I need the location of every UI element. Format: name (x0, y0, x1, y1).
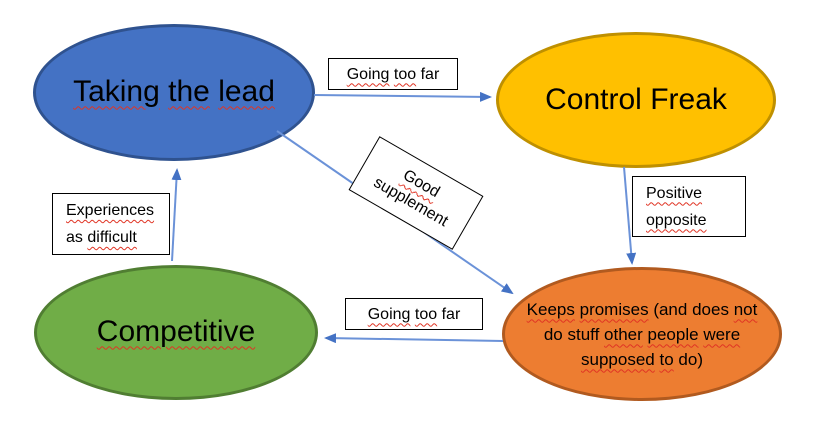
node-competitive-label: Competitive (96, 315, 256, 349)
edge-label-going-too-far-bottom: Going too far (345, 298, 483, 330)
arrow-keeps-promises-to-competitive (324, 333, 504, 344)
node-taking-the-lead: Taking the lead (33, 24, 315, 161)
node-control-freak-label: Control Freak (545, 82, 727, 116)
node-control-freak: Control Freak (496, 32, 776, 168)
node-competitive: Competitive (34, 265, 318, 400)
arrow-taking-lead-to-control-freak (313, 91, 492, 102)
node-taking-the-lead-label: Taking the lead (73, 75, 275, 109)
arrow-control-freak-to-keeps-promises (623, 166, 637, 265)
edge-label-going-too-far-top: Going too far (328, 58, 458, 90)
arrow-competitive-to-taking-lead (171, 168, 182, 262)
